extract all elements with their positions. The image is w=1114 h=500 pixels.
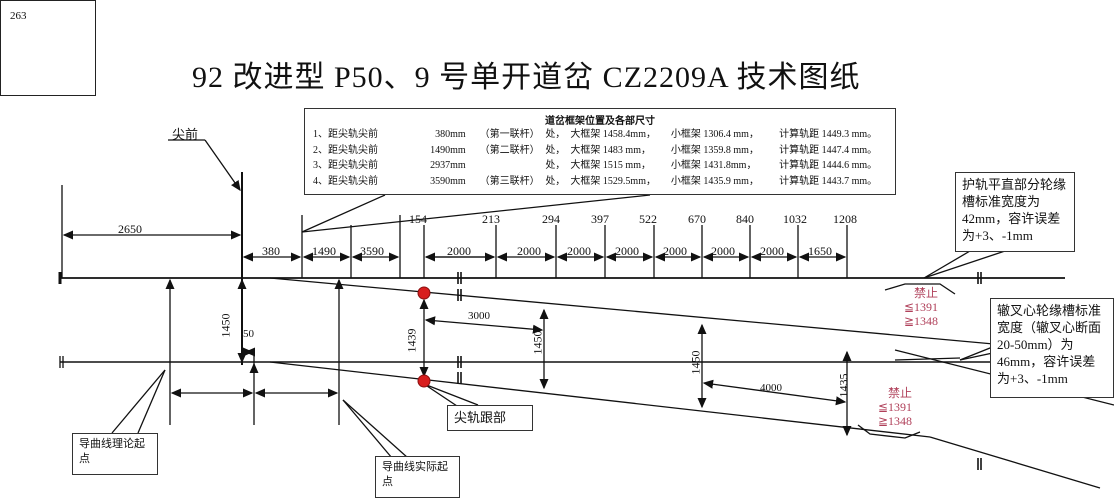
switch-heel-marker-top <box>417 286 431 300</box>
switch-heel-callout: 尖轨跟部 <box>447 405 533 431</box>
tick-213: 213 <box>482 212 500 226</box>
dim-2000-3: 2000 <box>567 244 591 258</box>
row-index: 1、距尖轨尖前 <box>313 129 378 140</box>
row-distance: 3590mm <box>430 175 466 187</box>
forbidden-range-lower: 禁止 ≦1391 ≧1348 <box>862 386 912 428</box>
row-rod: （第一联杆） <box>479 129 540 140</box>
row-small-frame: 小框架 1435.9 mm， <box>670 175 759 187</box>
dim-3000: 3000 <box>468 310 490 322</box>
row-gauge: 计算轨距 1444.6 mm。 <box>779 160 878 171</box>
table-row: 3、距尖轨尖前 2937mm 处， 大框架 1515 mm， 小框架 1431.… <box>305 158 895 174</box>
dim-1439: 1439 <box>404 328 419 353</box>
tick-294: 294 <box>542 212 560 226</box>
dim-380: 380 <box>262 244 280 258</box>
row-distance: 380mm <box>435 129 466 140</box>
row-at: 处， <box>545 144 566 156</box>
tick-397: 397 <box>591 212 609 226</box>
table-row: 4、距尖轨尖前 3590mm （第三联杆） 处， 大框架 1529.5mm， 小… <box>305 174 895 190</box>
row-small-frame: 小框架 1359.8 mm， <box>670 144 759 156</box>
forbid-min: ≧1348 <box>903 314 938 328</box>
dim-1650: 1650 <box>808 244 832 258</box>
switch-heel-marker-bottom <box>417 374 431 388</box>
row-small-frame: 小框架 1306.4 mm， <box>670 129 759 140</box>
dim-4000: 4000 <box>760 382 782 394</box>
forbidden-range-upper: 禁止 ≦1391 ≧1348 <box>890 286 938 328</box>
row-large-frame: 大框架 1483 mm， <box>570 144 651 156</box>
drawing-title: 92 改进型 P50、9 号单开道岔 CZ2209A 技术图纸 <box>192 61 861 94</box>
row-distance: 1490mm <box>430 144 466 156</box>
tick-1208: 1208 <box>833 212 857 226</box>
row-rod <box>480 158 546 174</box>
forbid-min: ≧1348 <box>877 414 912 428</box>
table-row: 2、距尖轨尖前 1490mm （第二联杆） 处， 大框架 1483 mm， 小框… <box>305 143 895 159</box>
row-small-frame: 小框架 1431.8mm， <box>670 160 757 171</box>
row-large-frame: 大框架 1529.5mm， <box>570 175 656 187</box>
row-large-frame: 大框架 1515 mm， <box>570 160 651 171</box>
page-number-box: 263 <box>0 0 96 96</box>
row-at: 处， <box>545 160 566 171</box>
dim-1450-left: 1450 <box>218 313 233 338</box>
dim-1490: 1490 <box>312 244 336 258</box>
point-front-label: 尖前 <box>172 127 199 142</box>
row-distance: 2937mm <box>430 160 466 171</box>
dim-2000-4: 2000 <box>615 244 639 258</box>
dim-2000-7: 2000 <box>760 244 784 258</box>
row-gauge: 计算轨距 1447.4 mm。 <box>779 144 878 156</box>
forbid-max: ≦1391 <box>903 300 938 314</box>
table-title: 道岔框架位置及各部尺寸 <box>545 116 655 127</box>
row-index: 3、距尖轨尖前 <box>313 160 378 171</box>
tick-522: 522 <box>639 212 657 226</box>
row-large-frame: 大框架 1458.4mm， <box>570 129 656 140</box>
tick-1032: 1032 <box>783 212 807 226</box>
table-row: 1、距尖轨尖前 380mm （第一联杆） 处， 大框架 1458.4mm， 小框… <box>305 127 895 143</box>
dim-2000-1: 2000 <box>447 244 471 258</box>
dim-1435: 1435 <box>836 373 851 398</box>
row-rod: （第三联杆） <box>479 175 540 187</box>
frog-note: 辙叉心轮缘槽标准宽度（辙叉心断面 20-50mm）为 46mm，容许误差为+3、… <box>990 298 1114 398</box>
row-index: 2、距尖轨尖前 <box>313 144 378 156</box>
dim-1450-right: 1450 <box>688 350 703 375</box>
dim-2000-6: 2000 <box>711 244 735 258</box>
row-index: 4、距尖轨尖前 <box>313 175 378 187</box>
tick-154: 154 <box>409 212 427 226</box>
row-at: 处， <box>545 129 566 140</box>
frame-position-table: 道岔框架位置及各部尺寸 1、距尖轨尖前 380mm （第一联杆） 处， 大框架 … <box>304 108 896 195</box>
diverging-rail-lower <box>269 361 931 438</box>
row-gauge: 计算轨距 1449.3 mm。 <box>779 129 878 140</box>
dim-3590: 3590 <box>360 244 384 258</box>
dim-2650: 2650 <box>118 222 142 236</box>
forbid-max: ≦1391 <box>877 400 912 414</box>
dim-2000-5: 2000 <box>663 244 687 258</box>
forbid-title: 禁止 <box>913 286 938 300</box>
dim-50: 50 <box>243 328 254 340</box>
dim-1450-mid: 1450 <box>530 330 545 355</box>
tick-670: 670 <box>688 212 706 226</box>
lead-curve-actual-callout: 导曲线实际起点 <box>375 456 460 498</box>
guard-rail-note: 护轨平直部分轮缘槽标准宽度为42mm，容许误差为+3、-1mm <box>955 172 1075 252</box>
row-rod: （第二联杆） <box>479 144 540 156</box>
row-gauge: 计算轨距 1443.7 mm。 <box>779 175 878 187</box>
diverging-rail-upper <box>269 277 1114 356</box>
tick-840: 840 <box>736 212 754 226</box>
dim-2000-2: 2000 <box>517 244 541 258</box>
page-number: 263 <box>10 10 27 22</box>
forbid-title: 禁止 <box>887 386 912 400</box>
lead-curve-theory-callout: 导曲线理论起点 <box>72 433 158 475</box>
row-at: 处， <box>545 175 566 187</box>
